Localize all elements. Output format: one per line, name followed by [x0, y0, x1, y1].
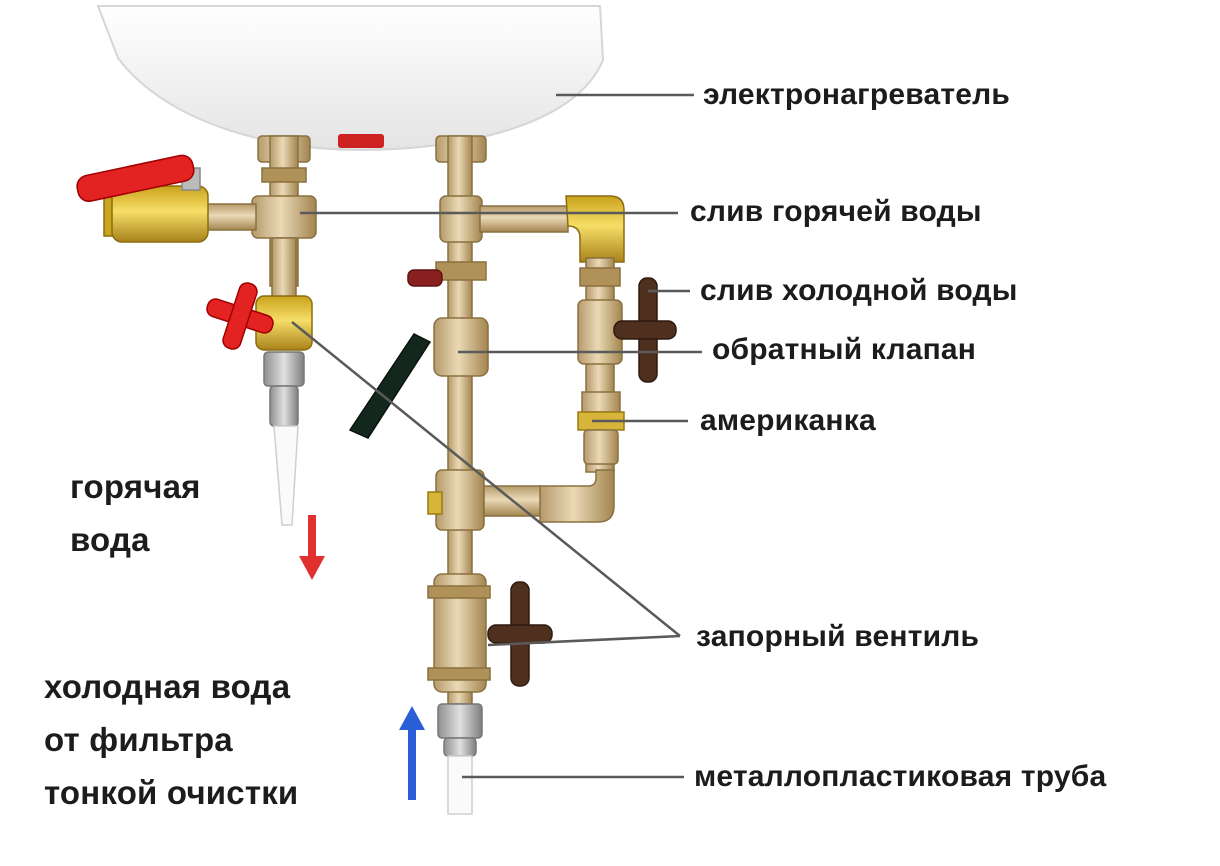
bottom-elbow [539, 469, 615, 523]
cold-drain-valve [577, 277, 677, 383]
label-hot-water: горячая вода [70, 468, 201, 558]
yellow-elbow [565, 195, 625, 263]
brown-cross-handle [613, 277, 677, 383]
hot-water-assembly [76, 135, 317, 526]
brown-cross-handle [487, 581, 553, 687]
hot-water-outlet-pipe [273, 425, 299, 526]
label-pipe: металлопластиковая труба [694, 760, 1107, 793]
shutoff-valve-bottom [427, 573, 553, 693]
cold-drain-assembly [539, 195, 677, 523]
heater-tank [96, 5, 605, 152]
check-valve [348, 317, 489, 439]
label-cold-drain: слив холодной воды [700, 274, 1018, 307]
small-drain-handle [407, 269, 443, 287]
down-arrow-icon [299, 515, 325, 580]
up-arrow-icon [399, 706, 425, 800]
hot-shutoff-valve [206, 282, 313, 351]
callout-lines [291, 93, 702, 779]
label-hot-drain: слив горячей воды [690, 195, 982, 228]
label-shutoff: запорный вентиль [696, 620, 980, 653]
hot-drain-valve [76, 154, 209, 243]
label-cold-water: холодная вода от фильтра тонкой очистки [44, 668, 299, 811]
metal-plastic-pipe [447, 755, 473, 815]
label-check-valve: обратный клапан [712, 333, 977, 366]
red-cross-handle [206, 282, 274, 350]
cold-inlet-assembly [348, 135, 569, 815]
black-lever-handle [348, 333, 432, 439]
red-lever-handle [76, 154, 195, 202]
label-union: американка [700, 404, 876, 437]
union-fitting [577, 391, 625, 465]
label-heater: электронагреватель [703, 78, 1011, 111]
tank-sticker [338, 134, 384, 148]
